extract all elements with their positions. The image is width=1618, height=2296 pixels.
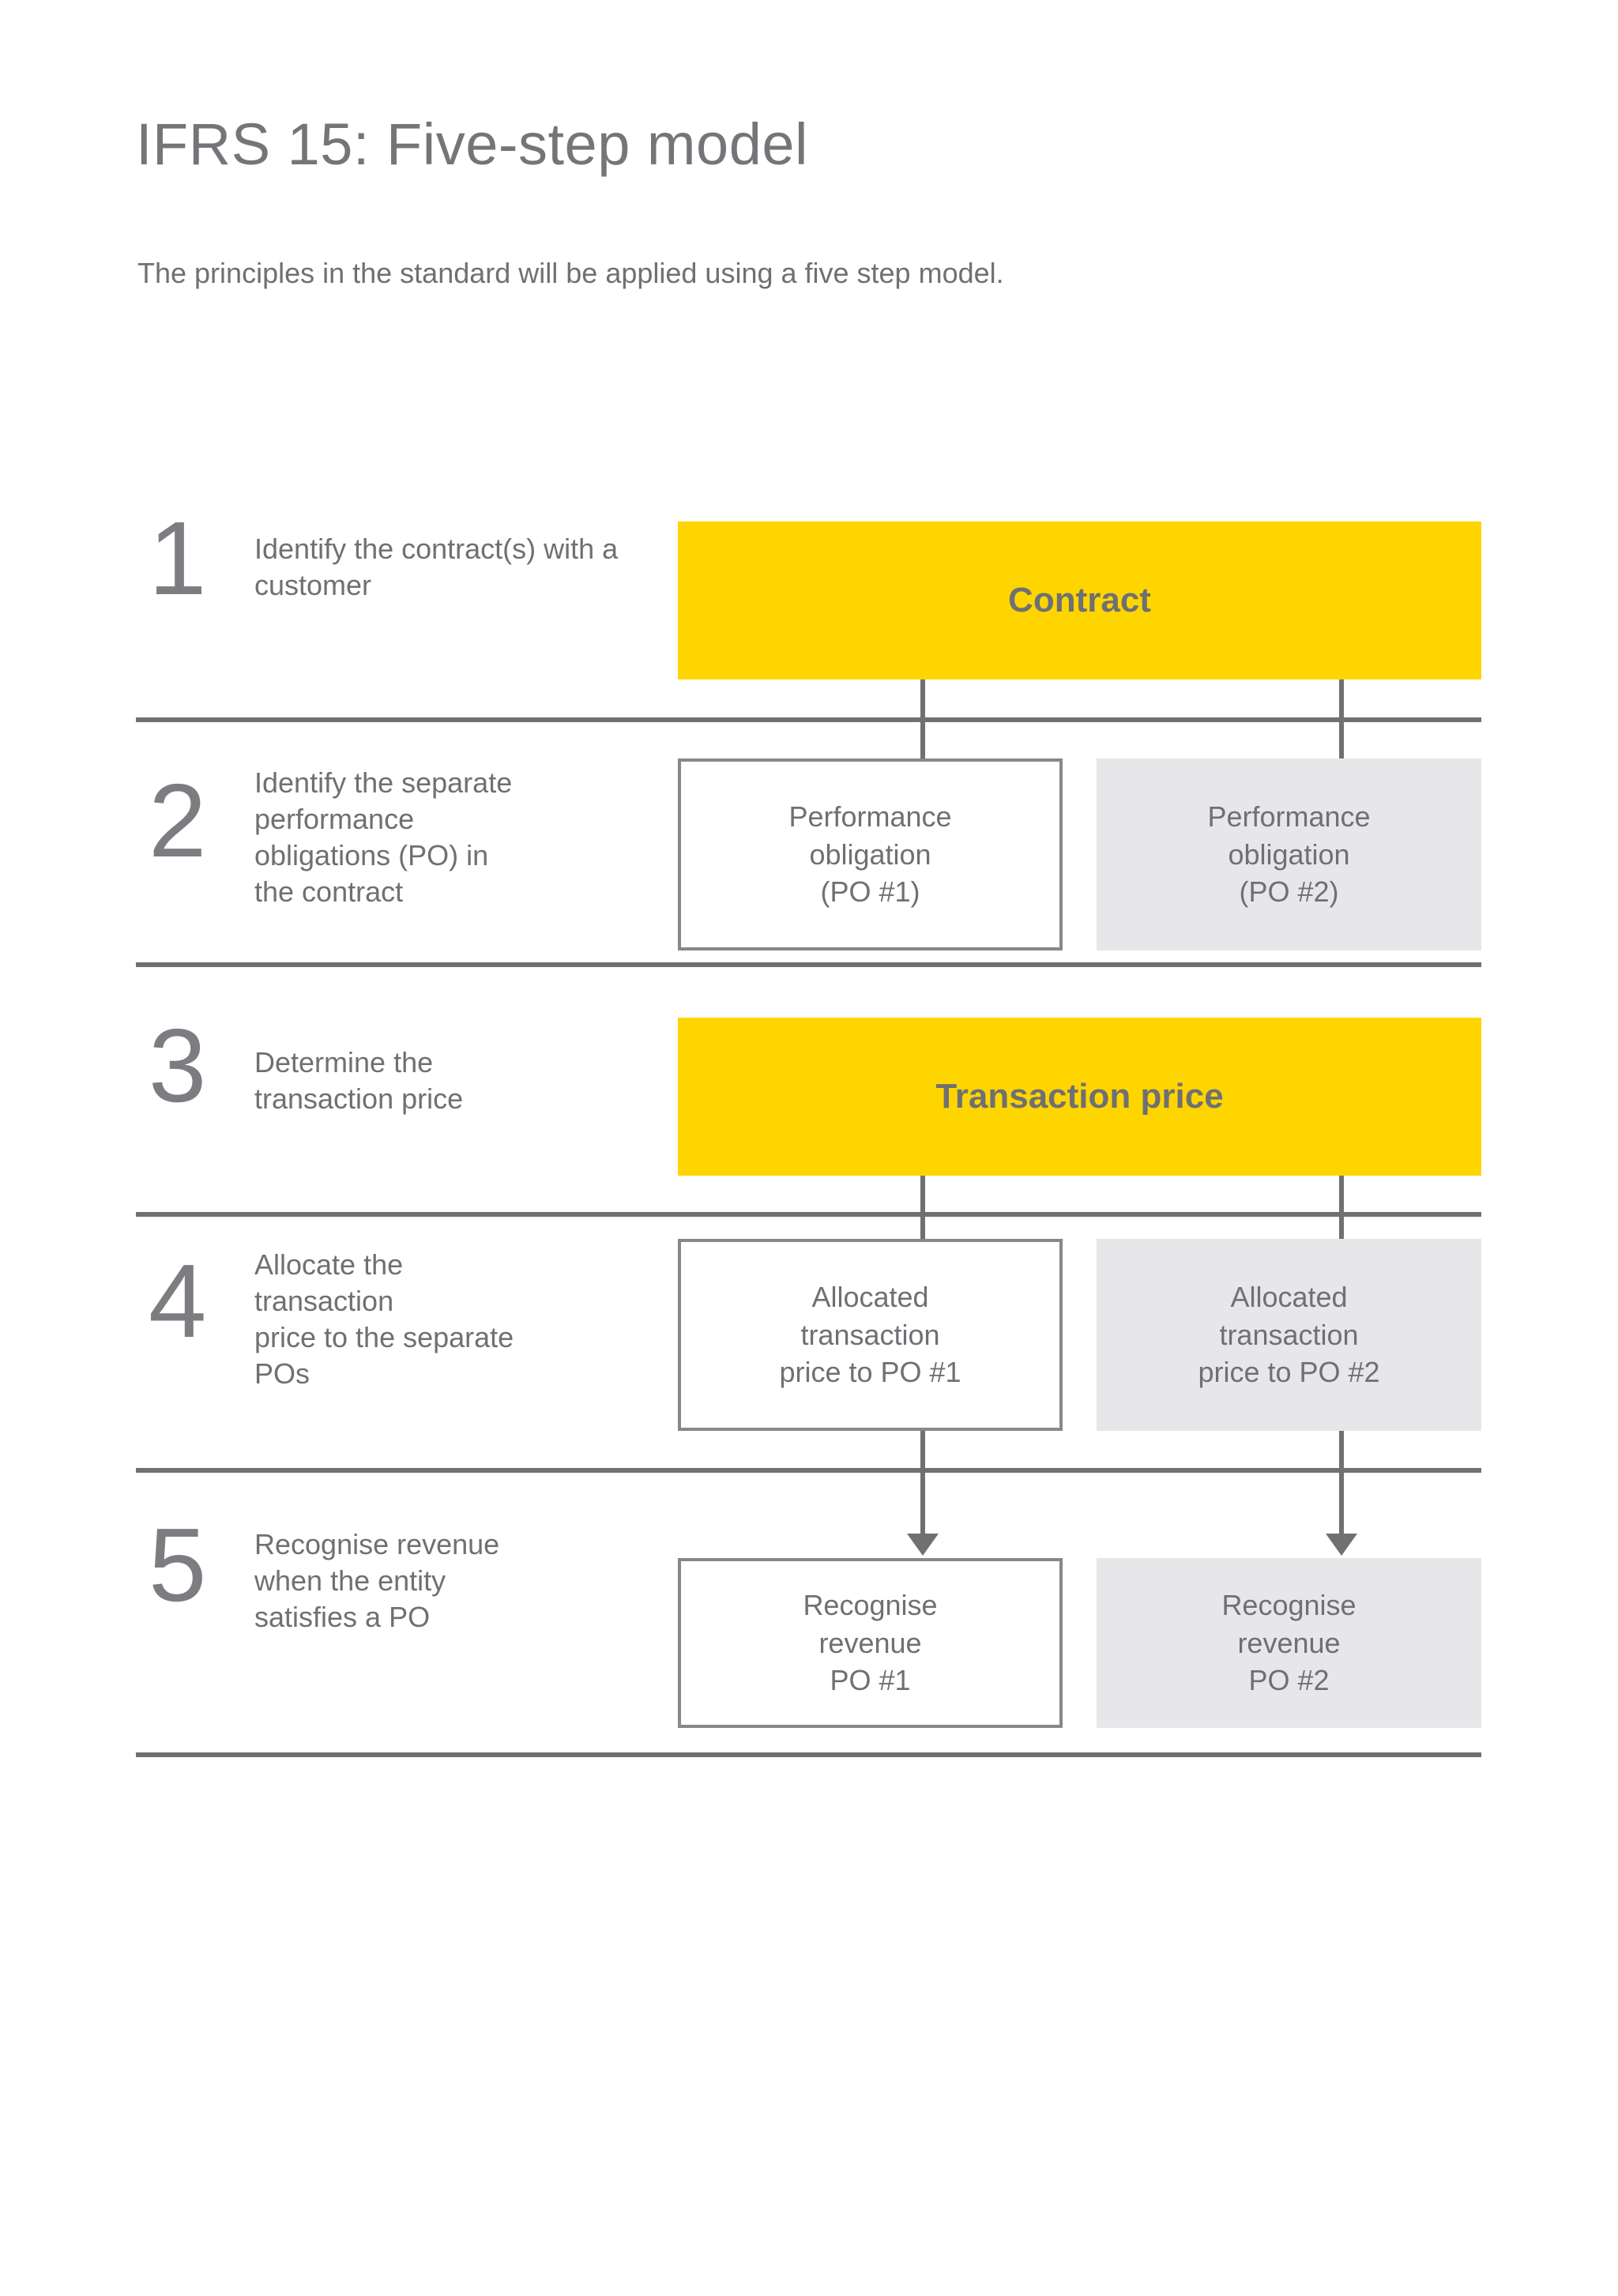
contract-bar[interactable]: Contract	[678, 521, 1481, 679]
arrow-allocated1-to-recognise1	[907, 1431, 939, 1556]
step-number-2: 2	[149, 762, 206, 879]
step-label-5: Recognise revenue when the entity satisf…	[254, 1528, 500, 1634]
step-number-1: 1	[149, 500, 206, 616]
arrow-allocated2-to-recognise2	[1326, 1431, 1357, 1556]
performance-obligation-2-box[interactable]: Performance obligation (PO #2)	[1097, 758, 1481, 950]
page-title: IFRS 15: Five-step model	[136, 111, 808, 177]
divider-after-step-2	[136, 962, 1481, 967]
step-number-3: 3	[149, 1007, 206, 1124]
performance-obligation-1-box[interactable]: Performance obligation (PO #1)	[678, 758, 1063, 950]
divider-after-step-3	[136, 1212, 1481, 1217]
recognise-revenue-2-box[interactable]: Recognise revenue PO #2	[1097, 1558, 1481, 1728]
step-label-2: Identify the separate performance obliga…	[254, 766, 513, 909]
divider-after-step-4	[136, 1468, 1481, 1473]
recognise-revenue-1-box[interactable]: Recognise revenue PO #1	[678, 1558, 1063, 1728]
step-number-4: 4	[149, 1243, 206, 1359]
step-label-1: Identify the contract(s) with a customer	[254, 533, 619, 602]
allocated-price-2-box[interactable]: Allocated transaction price to PO #2	[1097, 1239, 1481, 1431]
step-label-4: Allocate the transaction price to the se…	[254, 1248, 514, 1391]
allocated-price-1-box[interactable]: Allocated transaction price to PO #1	[678, 1239, 1063, 1431]
divider-after-step-1	[136, 717, 1481, 722]
step-label-3: Determine the transaction price	[254, 1046, 464, 1116]
step-number-5: 5	[149, 1507, 206, 1623]
page-subtitle: The principles in the standard will be a…	[137, 257, 1004, 289]
transaction-price-bar[interactable]: Transaction price	[678, 1018, 1481, 1176]
divider-after-step-5	[136, 1752, 1481, 1757]
